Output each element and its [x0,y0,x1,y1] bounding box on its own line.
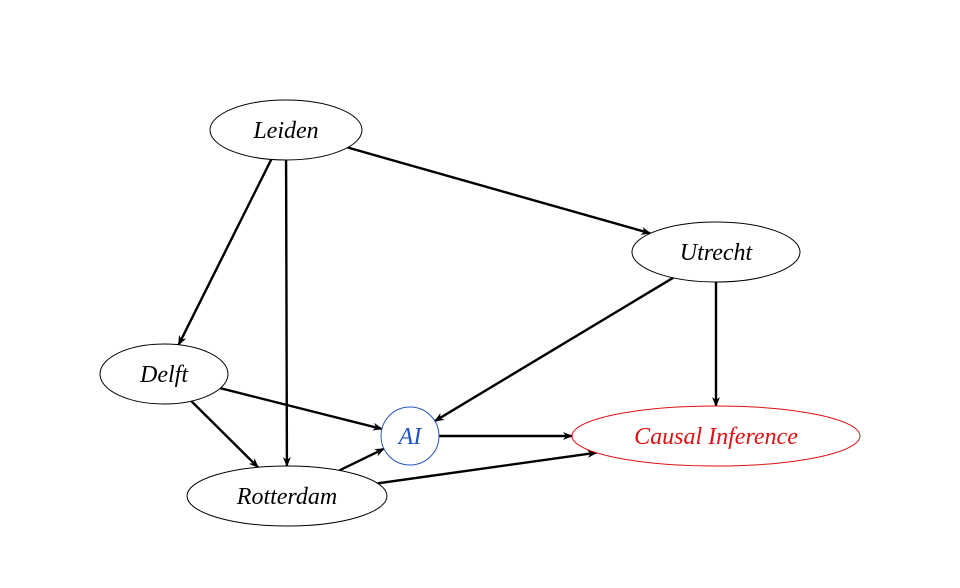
edge-utrecht-to-ai [433,276,674,423]
edge-leiden-to-delft [177,158,273,346]
edge-leiden-to-rotterdam [282,159,291,467]
node-leiden: Leiden [209,99,363,161]
node-shape-causal [571,405,861,467]
edge-rotterdam-to-causal [377,450,598,485]
node-shape-rotterdam [186,465,388,527]
node-label-leiden: Leiden [252,118,318,144]
node-shape-leiden [209,99,363,161]
node-utrecht: Utrecht [631,221,801,283]
node-causal: Causal Inference [571,405,861,467]
node-label-utrecht: Utrecht [680,240,754,266]
node-label-ai: AI [397,424,423,450]
node-label-rotterdam: Rotterdam [236,484,337,510]
node-shape-ai [380,406,440,466]
edge-delft-to-ai [220,387,383,431]
edge-delft-to-rotterdam [190,400,259,469]
edge-rotterdam-to-ai [338,447,385,472]
node-delft: Delft [99,343,229,405]
node-shape-utrecht [631,221,801,283]
edge-leiden-to-utrecht [347,146,652,235]
node-label-causal: Causal Inference [634,424,798,450]
node-rotterdam: Rotterdam [186,465,388,527]
node-label-delft: Delft [139,362,189,388]
node-ai: AI [380,406,440,466]
node-shape-delft [99,343,229,405]
